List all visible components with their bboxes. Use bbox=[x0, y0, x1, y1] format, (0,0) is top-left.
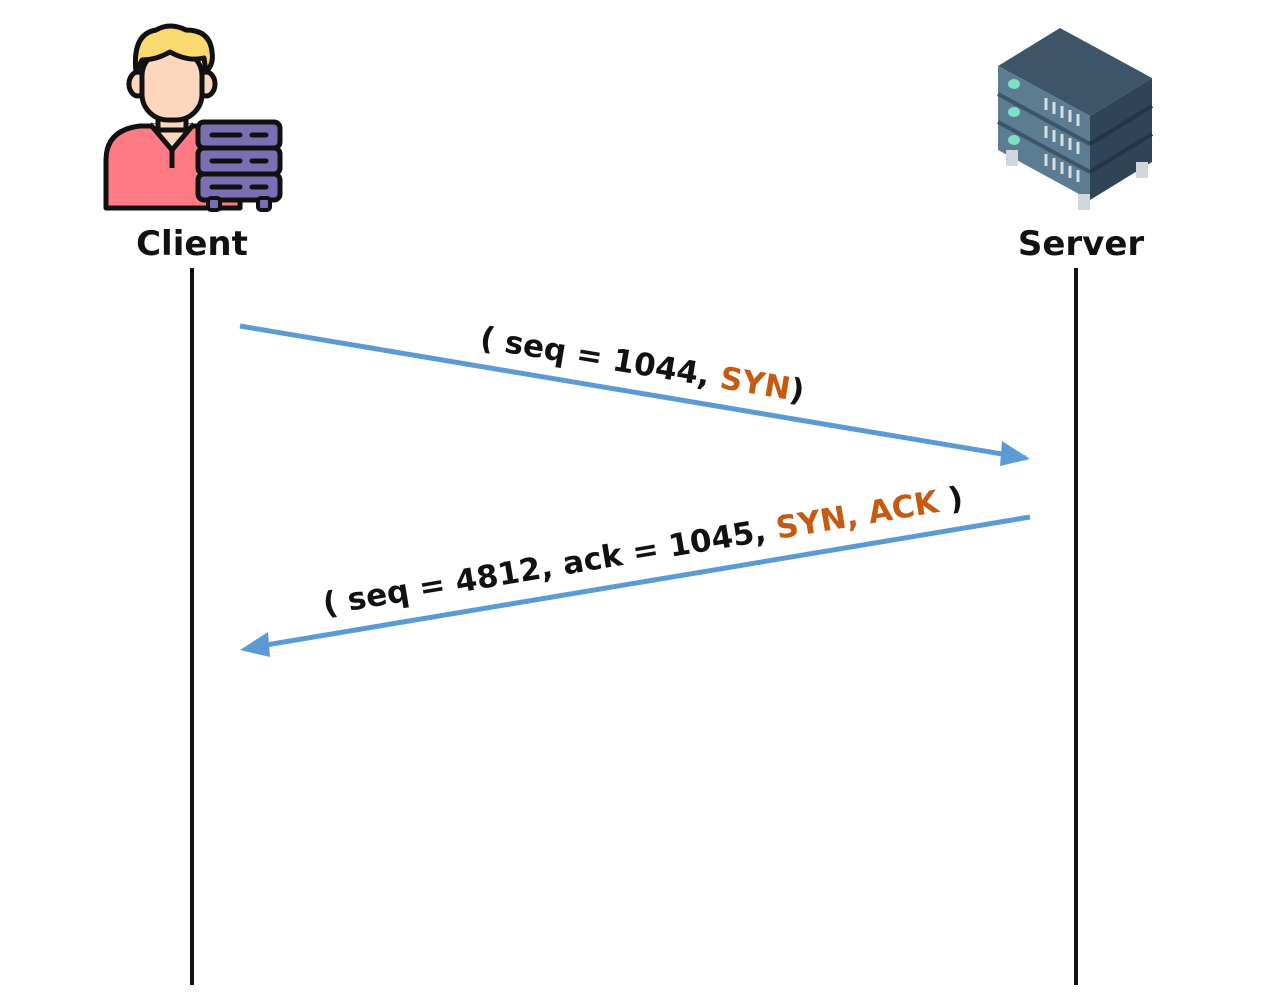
syn-flag: SYN bbox=[717, 360, 793, 407]
client-label: Client bbox=[136, 224, 248, 264]
syn-ack-arrow bbox=[247, 514, 1031, 651]
syn-ack-arrowhead bbox=[240, 632, 270, 657]
syn-ack-message-close: ) bbox=[935, 480, 966, 520]
syn-ack-message-label: ( seq = 4812, ack = 1045, SYN, ACK ) bbox=[246, 471, 1019, 635]
syn-arrowhead bbox=[1000, 441, 1030, 466]
server-icon bbox=[997, 28, 1154, 210]
syn-ack-message-open: ( seq = 4812, ack = 1045, bbox=[320, 511, 779, 622]
client-icon bbox=[103, 23, 283, 212]
syn-arrow bbox=[239, 323, 1028, 462]
server-label: Server bbox=[1018, 224, 1145, 264]
client-server-stack bbox=[195, 119, 283, 212]
